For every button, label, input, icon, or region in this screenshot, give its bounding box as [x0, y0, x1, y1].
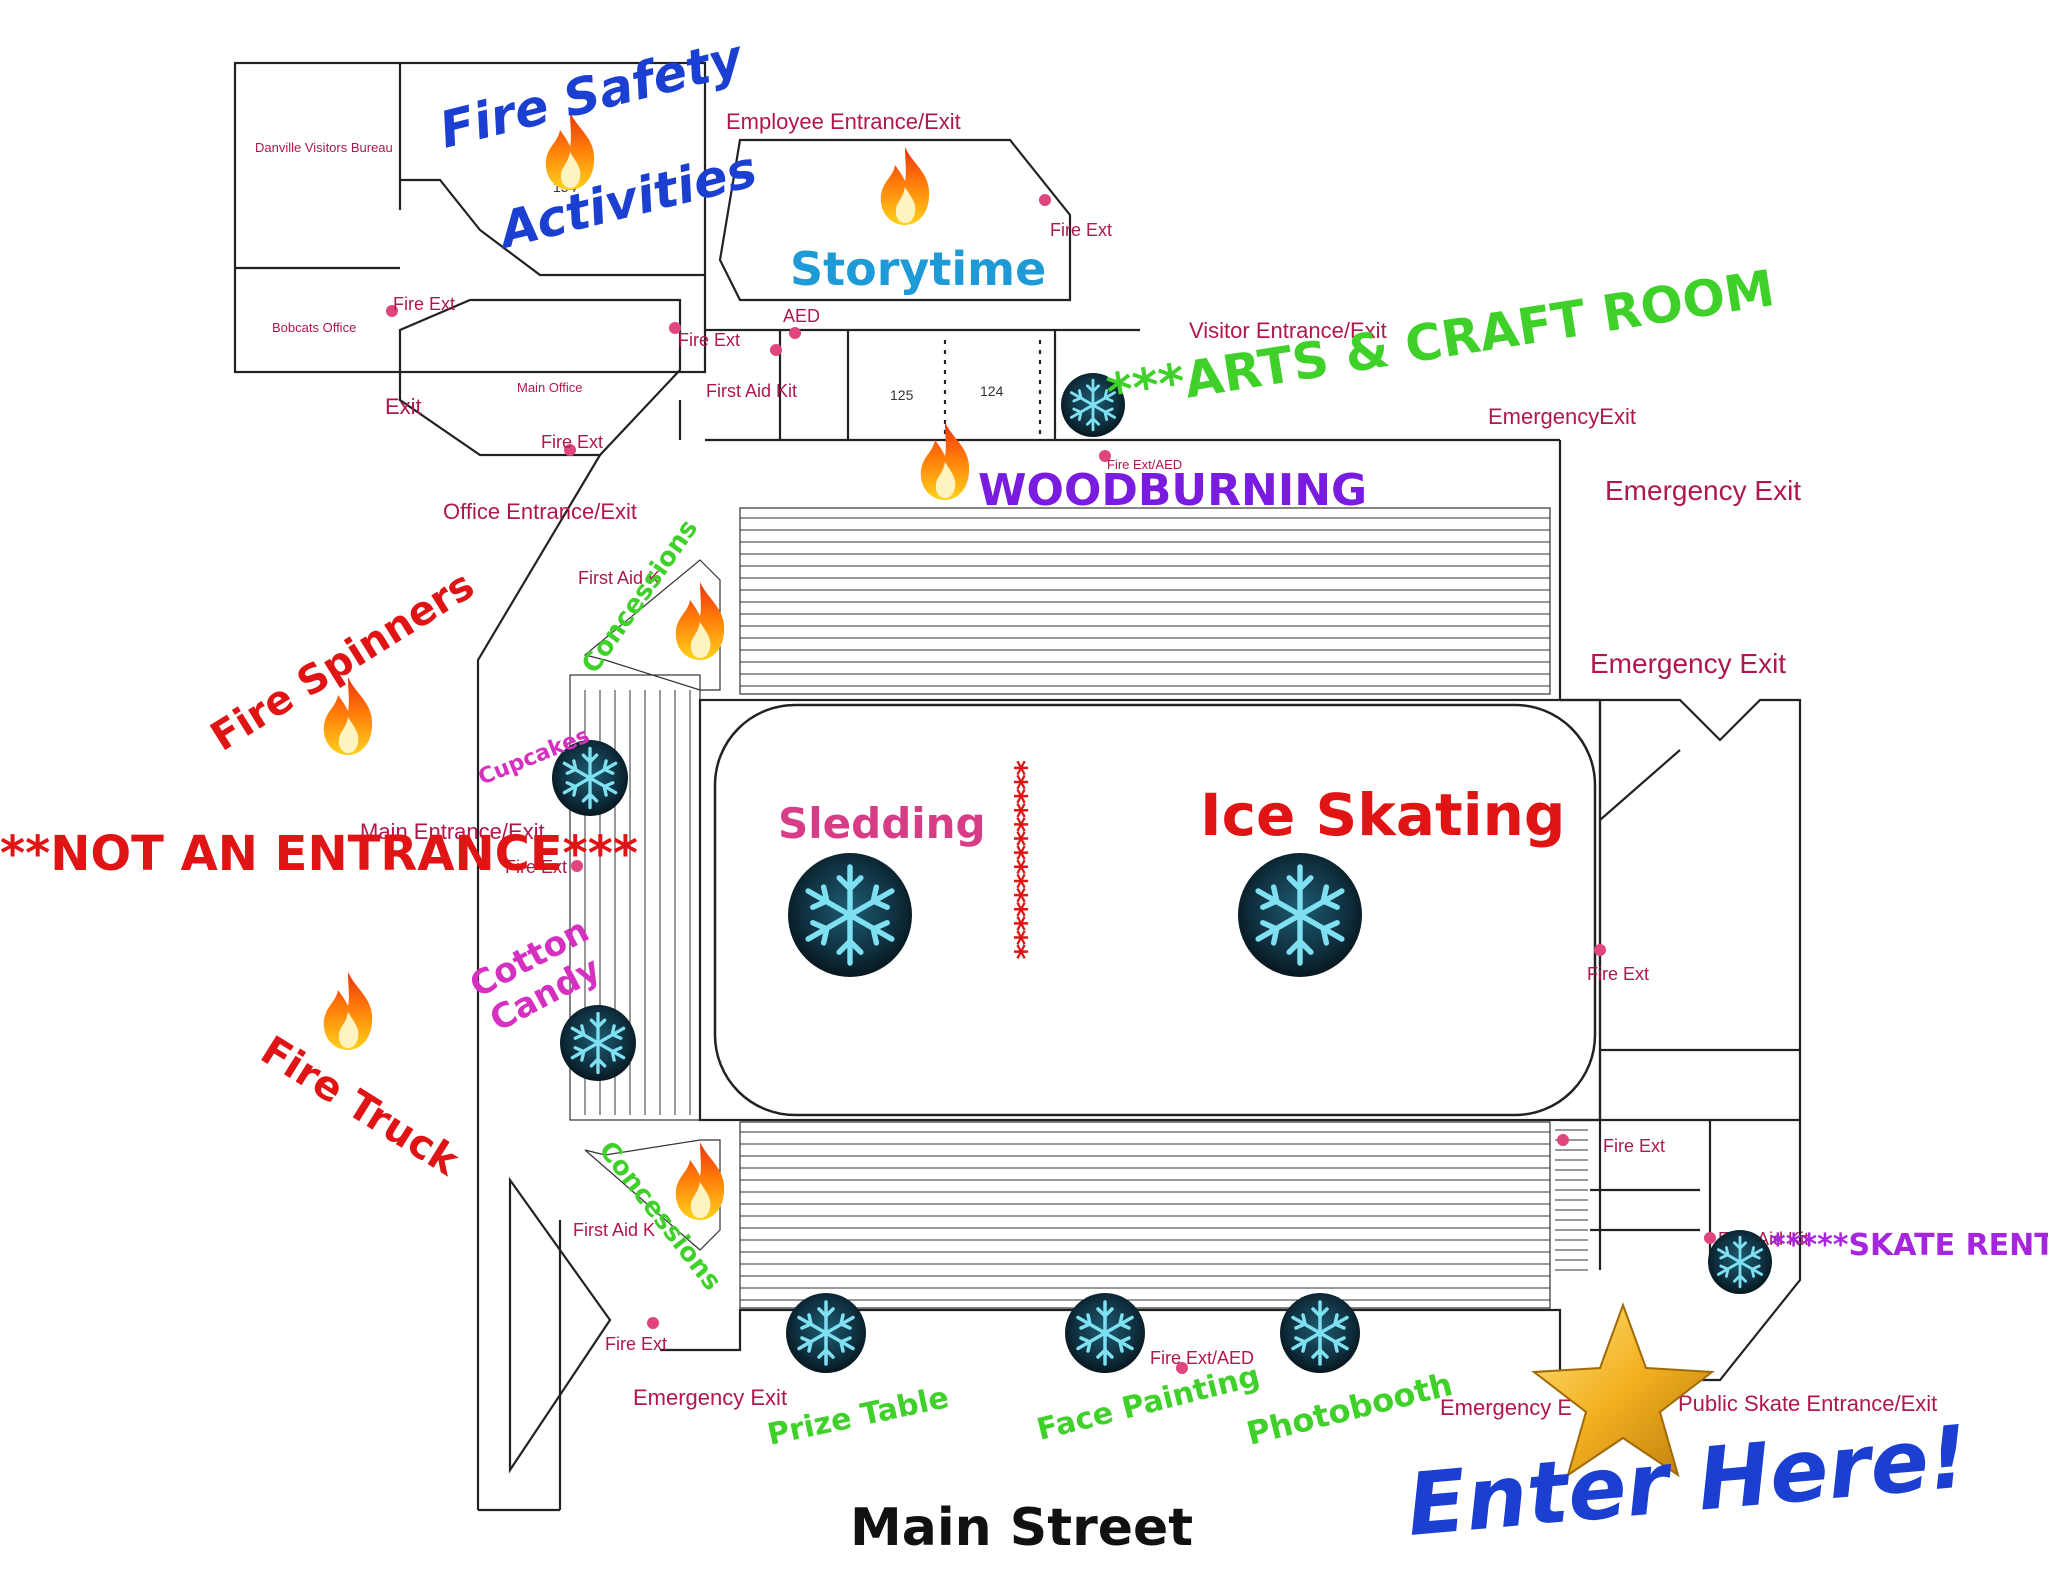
- snowflake-icon: [1063, 1291, 1147, 1375]
- emergency-exit-right2-label: Emergency Exit: [1590, 648, 1786, 679]
- exit-label: Exit: [385, 394, 422, 419]
- bleachers-top: [740, 517, 1550, 687]
- marker-dot-icon: [1704, 1232, 1716, 1244]
- room-main-office: Main Office: [517, 380, 583, 395]
- room-124: 124: [980, 383, 1004, 399]
- fire-ext-aed-label: Fire Ext/AED: [1150, 1348, 1254, 1368]
- room-125: 125: [890, 387, 914, 403]
- snowflake-icon: [1278, 1291, 1362, 1375]
- marker-dot-icon: [1557, 1134, 1569, 1146]
- public-skate-entrance-label: Public Skate Entrance/Exit: [1678, 1391, 1937, 1416]
- marker-dot-icon: [571, 860, 583, 872]
- marker-dot-icon: [1594, 944, 1606, 956]
- fire-ext-label: Fire Ext: [393, 294, 455, 314]
- fire-truck-label: Fire Truck: [253, 1027, 468, 1185]
- fire-safety-label: Fire Safety: [434, 28, 750, 160]
- snowflake-icon: [1706, 1228, 1774, 1296]
- marker-dot-icon: [386, 305, 398, 317]
- fire-icon: [675, 1142, 725, 1220]
- snowflake-icon: [784, 1291, 868, 1375]
- marker-dot-icon: [647, 1317, 659, 1329]
- fire-safety-activities-label: Activities: [490, 140, 762, 261]
- fire-ext-label: Fire Ext: [541, 432, 603, 452]
- fire-ext-label: Fire Ext: [1603, 1136, 1665, 1156]
- building-walls: [233, 61, 1802, 1512]
- marker-dot-icon: [1039, 194, 1051, 206]
- first-aid-kit-label: First Aid Kit: [706, 381, 797, 401]
- first-aid-label: First Aid K: [573, 1220, 655, 1240]
- fire-icon: [323, 972, 373, 1050]
- room-visitors-bureau: Danville Visitors Bureau: [255, 140, 393, 155]
- snowflake-icon: [558, 1003, 638, 1083]
- prize-table-label: Prize Table: [764, 1380, 952, 1453]
- star-icon: [1531, 1302, 1715, 1478]
- storytime-label: Storytime: [790, 242, 1046, 296]
- ice-rink: [713, 703, 1597, 1117]
- fire-icon: [880, 147, 930, 225]
- first-aid-label: First Aid K: [578, 568, 660, 588]
- snowflake-icon: [1238, 853, 1362, 977]
- fire-ext-label: Fire Ext: [505, 857, 567, 877]
- room-bobcats-office: Bobcats Office: [272, 320, 356, 335]
- bleachers-stair: [1555, 1129, 1588, 1271]
- emergency-exit-top-label: EmergencyExit: [1488, 404, 1636, 429]
- emergency-exit-bottom-right-label: Emergency E: [1440, 1395, 1572, 1420]
- fire-ext-label: Fire Ext: [678, 330, 740, 350]
- employee-entrance-label: Employee Entrance/Exit: [726, 109, 961, 134]
- marker-dot-icon: [1176, 1362, 1188, 1374]
- fire-ext-aed-label: Fire Ext/AED: [1107, 457, 1182, 472]
- fire-ext-label: Fire Ext: [1587, 964, 1649, 984]
- marker-dot-icon: [669, 322, 681, 334]
- emergency-exit-bottom-left-label: Emergency Exit: [633, 1385, 787, 1410]
- ice-skating-label: Ice Skating: [1200, 781, 1565, 849]
- office-entrance-label: Office Entrance/Exit: [443, 499, 637, 524]
- emergency-exit-right-label: Emergency Exit: [1605, 475, 1801, 506]
- fire-ext-label: Fire Ext: [1050, 220, 1112, 240]
- face-painting-label: Face Painting: [1033, 1359, 1263, 1448]
- street-label: Main Street: [850, 1498, 1193, 1558]
- marker-dot-icon: [770, 344, 782, 356]
- sledding-label: Sledding: [778, 799, 986, 848]
- aed-label: AED: [783, 306, 820, 326]
- not-an-entrance-label: **NOT AN ENTRANCE***: [0, 826, 638, 882]
- rink-divider: * * * * * * * * * * * * * *: [998, 760, 1033, 960]
- room-labels: Danville Visitors Bureau Bobcats Office …: [255, 140, 1004, 403]
- marker-dot-icon: [789, 327, 801, 339]
- marker-dot-icon: [564, 444, 576, 456]
- skate-rental-label: *****SKATE RENTAL: [1770, 1228, 2048, 1263]
- enter-here-label: Enter Here!: [1403, 1407, 1972, 1556]
- marker-dot-icon: [1099, 450, 1111, 462]
- snowflake-icon: [788, 853, 912, 977]
- door-labels: Employee Entrance/Exit Visitor Entrance/…: [360, 109, 1937, 1420]
- main-entrance-label: Main Entrance/Exit: [360, 819, 545, 844]
- fire-ext-label: Fire Ext: [605, 1334, 667, 1354]
- woodburning-label: WOODBURNING: [978, 465, 1367, 516]
- photobooth-label: Photobooth: [1243, 1365, 1456, 1453]
- visitor-entrance-label: Visitor Entrance/Exit: [1189, 318, 1387, 343]
- bleachers-bottom: [740, 1131, 1550, 1301]
- fire-icon: [675, 582, 725, 660]
